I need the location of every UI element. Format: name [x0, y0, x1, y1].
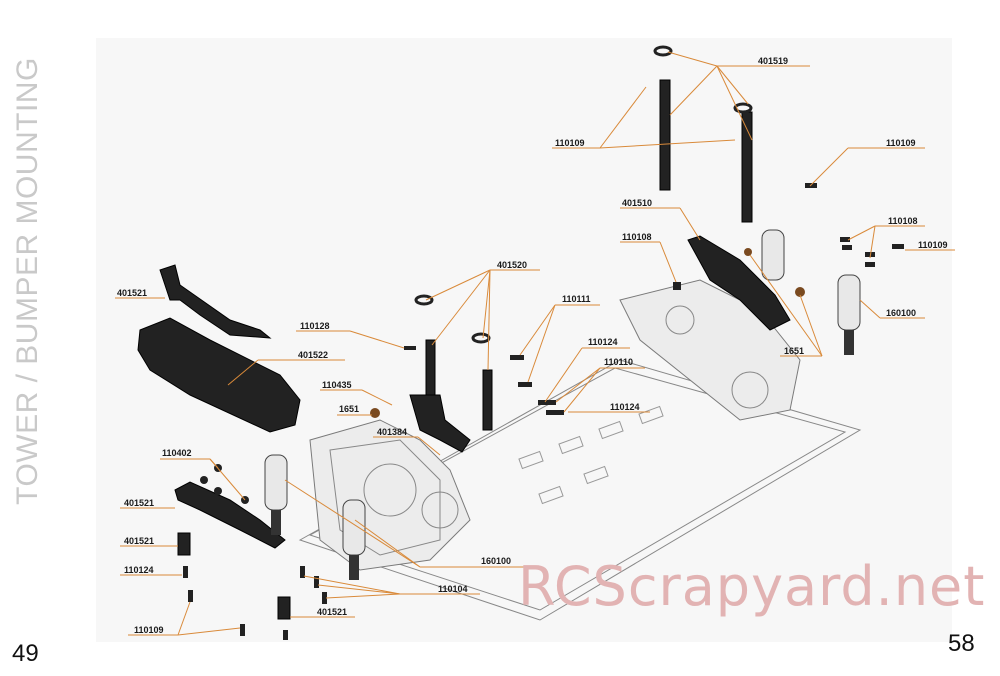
watermark: RCScrapyard.net — [518, 555, 986, 618]
bumper-holder — [159, 264, 272, 339]
part-label-110402: 110402 — [162, 448, 192, 458]
part-callouts: 401519 110109 110109 401510 110108 11010… — [115, 51, 955, 636]
part-label-110109: 110109 — [918, 240, 948, 250]
diagram-panel — [96, 38, 952, 642]
part-label-110109: 110109 — [886, 138, 916, 148]
part-label-401521: 401521 — [317, 607, 347, 617]
part-label-110124: 110124 — [588, 337, 618, 347]
part-label-160100: 160100 — [481, 556, 511, 566]
part-label-110128: 110128 — [300, 321, 330, 331]
front-shock-tower — [687, 235, 791, 331]
part-label-110435: 110435 — [322, 380, 352, 390]
part-label-110124: 110124 — [124, 565, 154, 575]
part-label-110104: 110104 — [438, 584, 468, 594]
part-label-401521: 401521 — [124, 536, 154, 546]
part-label-160100: 160100 — [886, 308, 916, 318]
part-label-401384: 401384 — [377, 427, 407, 437]
shock-absorber — [264, 454, 288, 535]
rear-shock-tower — [409, 394, 471, 453]
part-label-401522: 401522 — [298, 350, 328, 360]
page-number-right: 58 — [948, 630, 975, 657]
part-label-110110: 110110 — [604, 357, 633, 367]
spacer — [177, 532, 191, 556]
front-tower-post — [659, 79, 671, 191]
part-label-110108: 110108 — [888, 216, 918, 226]
spacer — [277, 596, 291, 620]
tower-post — [482, 369, 493, 431]
tower-post — [425, 339, 436, 396]
part-label-110108: 110108 — [622, 232, 652, 242]
part-label-1651: 1651 — [784, 346, 804, 356]
part-label-110109: 110109 — [134, 625, 164, 635]
part-label-401520: 401520 — [497, 260, 527, 270]
part-label-110111: 110111 — [562, 294, 591, 304]
part-label-401521: 401521 — [124, 498, 154, 508]
part-label-401521: 401521 — [117, 288, 147, 298]
part-label-110124: 110124 — [610, 402, 640, 412]
chassis-plate — [298, 359, 862, 621]
part-label-401519: 401519 — [758, 56, 788, 66]
body-mount-plate — [174, 481, 286, 549]
part-label-401510: 401510 — [622, 198, 652, 208]
rear-bumper — [137, 317, 301, 433]
shock-absorber — [761, 229, 785, 281]
shock-absorber — [837, 274, 861, 355]
page-number-left: 49 — [12, 640, 39, 667]
part-label-1651: 1651 — [339, 404, 359, 414]
part-label-110109: 110109 — [555, 138, 585, 148]
